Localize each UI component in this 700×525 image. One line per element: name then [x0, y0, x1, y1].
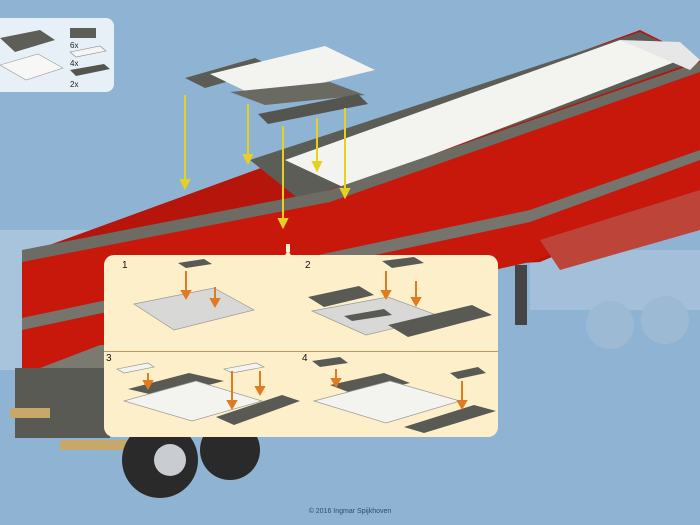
dark-gray-tile-icon	[0, 30, 55, 52]
substep-label: 2	[305, 260, 311, 271]
part-quantity: 2x	[70, 80, 79, 89]
dark-gray-plate-icon	[70, 64, 110, 76]
part-quantity: 6x	[70, 41, 79, 50]
white-plate-icon	[69, 45, 107, 58]
substeps-art	[116, 257, 496, 433]
part-quantity: 4x	[70, 59, 79, 68]
white-plate-icon	[0, 53, 64, 81]
copyright-notice: © 2016 Ingmar Spijkhoven	[308, 508, 392, 515]
substep-label: 4	[302, 353, 308, 364]
parts-list-panel: 6x 4x 2x	[0, 18, 114, 92]
step-divider	[104, 351, 498, 352]
substeps-panel: 1 2 3 4	[104, 255, 498, 437]
assembly-arrows	[179, 95, 351, 230]
exploded-parts	[185, 46, 375, 124]
substep-label: 1	[122, 260, 128, 271]
substep-label: 3	[106, 353, 112, 364]
dark-gray-tile-icon	[70, 28, 96, 38]
parts-art	[0, 28, 110, 81]
